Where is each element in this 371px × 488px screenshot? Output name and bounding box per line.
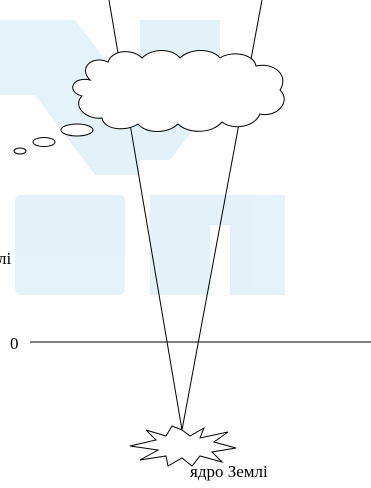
earth-core-star [130, 426, 236, 466]
thought-bubble-medium [33, 138, 55, 147]
earth-core-label: ядро Землі [190, 463, 268, 480]
thought-bubble-large [61, 124, 93, 136]
thought-bubble-small [14, 148, 26, 154]
zero-level-label: 0 [10, 335, 19, 352]
cloud [73, 51, 284, 132]
left-edge-label-fragment: лі [0, 250, 11, 267]
